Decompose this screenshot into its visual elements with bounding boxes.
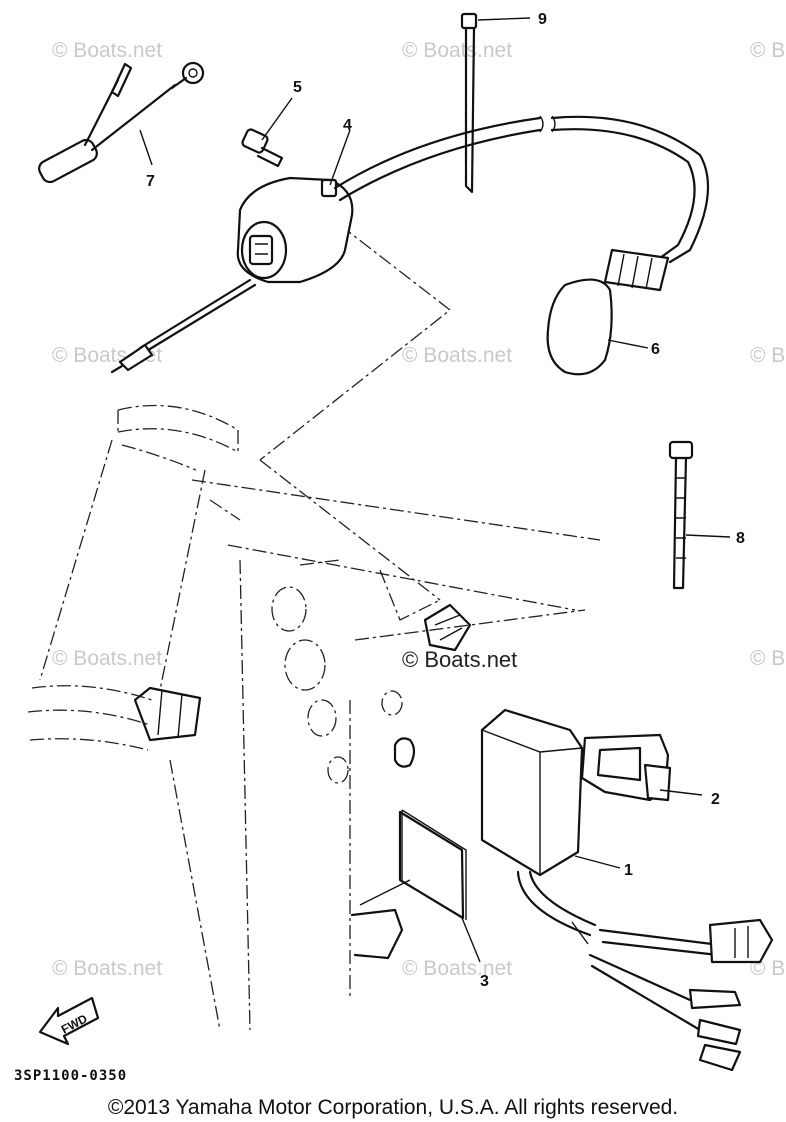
diagram-code: 3SP1100-0350	[14, 1068, 128, 1084]
watermark: © Boats.net	[402, 39, 512, 62]
part-3-pad	[350, 809, 481, 963]
watermark-edge: © B	[750, 39, 785, 62]
watermark: © Boats.net	[52, 39, 162, 62]
part-7-wire-lead	[38, 61, 205, 184]
part-8-cable-tie	[668, 440, 731, 590]
callouts: 9 5 4 7 6 8 2 1 3	[146, 11, 745, 990]
part-2-bracket	[580, 733, 703, 802]
watermark-center: © Boats.net	[402, 647, 517, 672]
frame-outline	[27, 224, 601, 1031]
part-1-cdi-unit	[480, 708, 774, 1072]
watermark: © Boats.net	[402, 344, 512, 367]
callout-9: 9	[538, 11, 547, 28]
watermarks: © Boats.net © Boats.net © B © Boats.net …	[52, 39, 785, 980]
part-9-cable-tie	[460, 12, 531, 194]
callout-4: 4	[343, 117, 352, 134]
copyright-notice: ©2013 Yamaha Motor Corporation, U.S.A. A…	[107, 1096, 679, 1119]
part-6-plug-cap	[333, 115, 710, 376]
callout-8: 8	[736, 530, 745, 547]
fwd-arrow-icon: FWD	[38, 996, 100, 1046]
watermark: © Boats.net	[52, 647, 162, 670]
watermark: © Boats.net	[402, 957, 512, 980]
watermark: © Boats.net	[52, 957, 162, 980]
watermark-edge: © B	[750, 344, 785, 367]
part-4-ignition-coil	[110, 129, 354, 374]
part-5-bolt	[241, 97, 293, 168]
callout-6: 6	[651, 341, 660, 358]
watermark-edge: © B	[750, 647, 785, 670]
callout-1: 1	[624, 862, 633, 879]
callout-3: 3	[480, 973, 489, 990]
callout-2: 2	[711, 791, 720, 808]
callout-5: 5	[293, 79, 302, 96]
callout-7: 7	[146, 173, 155, 190]
